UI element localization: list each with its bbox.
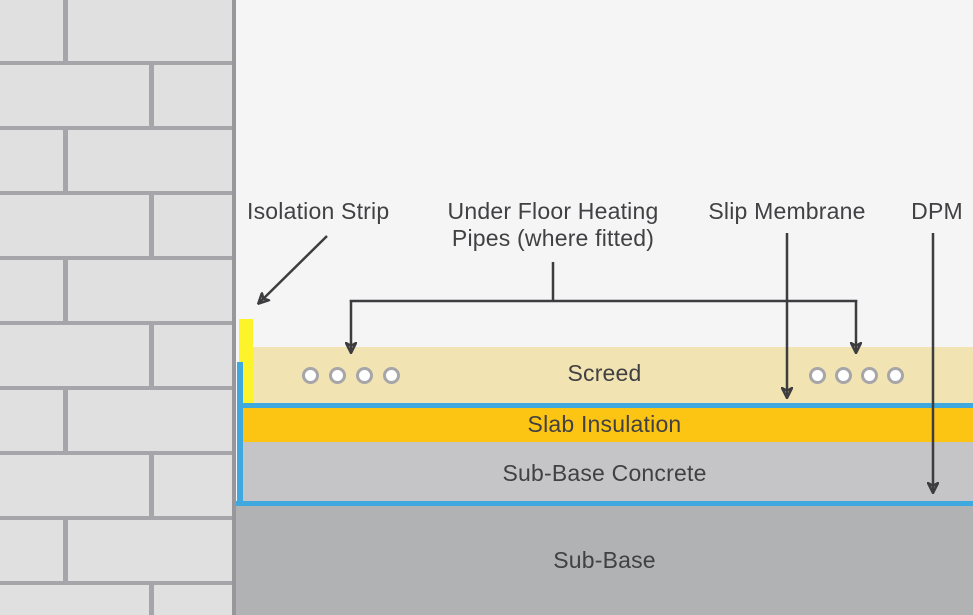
- brick-wall: [0, 0, 236, 615]
- heating-pipe: [302, 367, 319, 384]
- heating-pipe: [887, 367, 904, 384]
- screed-label: Screed: [567, 360, 642, 386]
- isolation-strip-arrow: [259, 235, 328, 303]
- under-floor-heating-label: Under Floor Heating Pipes (where fitted): [437, 198, 669, 252]
- layer-slab-insulation: [243, 408, 973, 442]
- layer-sub-base: [236, 506, 973, 615]
- sub-base-concrete-label: Sub-Base Concrete: [502, 460, 707, 486]
- dpm-label: DPM: [911, 198, 963, 224]
- dpm-line-horizontal: [236, 501, 973, 506]
- isolation-strip-label: Isolation Strip: [247, 198, 390, 224]
- dpm-line-vertical: [237, 362, 243, 506]
- heating-pipe: [835, 367, 852, 384]
- heating-pipe: [383, 367, 400, 384]
- heating-pipes-right-group: [809, 367, 904, 384]
- heating-pipe: [329, 367, 346, 384]
- slab-insulation-label: Slab Insulation: [527, 411, 682, 437]
- sub-base-label: Sub-Base: [553, 547, 656, 573]
- heating-pipe: [809, 367, 826, 384]
- slip-membrane-label: Slip Membrane: [708, 198, 866, 224]
- heating-pipe: [861, 367, 878, 384]
- heating-pipe: [356, 367, 373, 384]
- under-floor-heating-label-line2: Pipes (where fitted): [451, 225, 655, 251]
- layer-screed: [253, 347, 973, 403]
- layer-sub-base-concrete: [243, 442, 973, 501]
- slip-membrane-line: [238, 403, 973, 408]
- heating-pipes-left-group: [302, 367, 400, 384]
- under-floor-heating-label-line1: Under Floor Heating: [447, 198, 659, 224]
